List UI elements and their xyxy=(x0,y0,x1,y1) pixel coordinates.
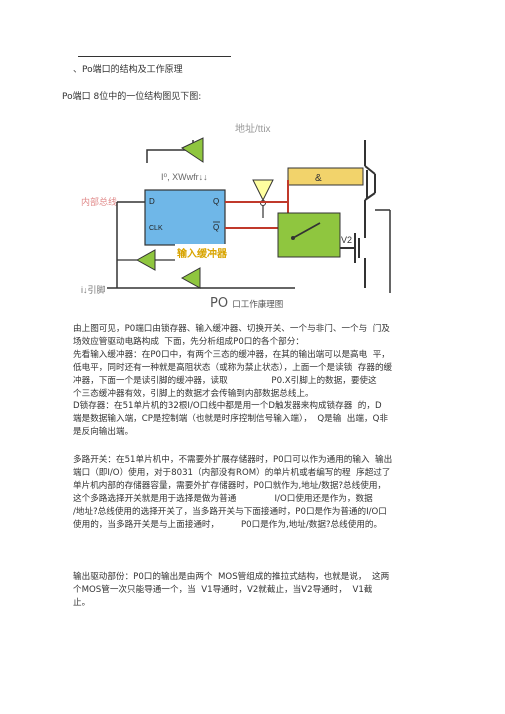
text-line: 个MOS管一次只能导通一个，当 V1导通时，V2就截止，当V2导通时， V1截 xyxy=(73,585,373,595)
text-line: 端口（即I/O）使用，对于8031（内部没有ROM）的单片机或者编写的程 序超过… xyxy=(73,468,391,478)
read-latch-buffer-icon xyxy=(135,249,156,271)
text-line: 这个多路选择开关就是用于选择是做为普通 I/O口使用还是作为，数据 xyxy=(73,494,373,504)
paragraph-structure: 由上图可见，P0端口由锁存器、输入缓冲器、切换开关、一个与非门、一个与 门及 场… xyxy=(73,323,468,401)
section-heading: 、Po端口的结构及工作原理 xyxy=(73,65,183,75)
control-line xyxy=(146,140,194,163)
addr-label: 地址/ttix xyxy=(235,122,271,135)
text-line: 端是数据输入端，CP是控制端（也就是时序控制信号输入端）， Q是输 出端，Q非 xyxy=(73,414,388,424)
inner-bus-label: 内部总线 xyxy=(81,196,117,207)
input-buffer-label: 输入缓冲器 xyxy=(177,247,228,260)
text-line: 场效应管驱动电路构成 下面，先分析组成P0口的各个部分： xyxy=(73,337,304,347)
text-line: 止。 xyxy=(73,598,91,608)
paragraph-latch: D锁存器：在51单片机的32根I/O口线中都是用一个D触发器来构成锁存器 的，D… xyxy=(73,400,468,439)
text-line: 单片机内部的存储器容量，需要外扩存储器时，P0口就作为,地址/数据?总线使用， xyxy=(73,481,387,491)
paragraph-output-driver: 输出驱动部份：P0口的输出是由两个 MOS管组成的推拉式结构，也就是说， 这两 … xyxy=(73,571,468,610)
caption-prefix: PO xyxy=(210,296,229,311)
multiplexer-switch xyxy=(277,212,341,258)
and-label: & xyxy=(315,173,322,184)
text-line: 个三态缓冲器有效，引脚上的数据才会传输到内部数据总线上。 xyxy=(73,389,314,399)
text-line: 使用的，当多路开关是与上面接通时， P0口是作为,地址/数据?总线使用的。 xyxy=(73,520,383,530)
figure-caption: PO 口工作康理图 xyxy=(210,296,283,311)
ctrl-label: I⁰, XWwfr↓↓ xyxy=(161,172,208,182)
text-line: 多路开关：在51单片机中，不需要外扩展存储器时，P0口可以作为通用的输入 输出 xyxy=(73,455,393,465)
paragraph-multiplexer: 多路开关：在51单片机中，不需要外扩展存储器时，P0口可以作为通用的输入 输出 … xyxy=(73,454,468,532)
control-buffer-icon xyxy=(180,137,204,163)
v2-label: V2 xyxy=(341,235,352,245)
inverter-icon xyxy=(252,179,274,202)
latch-qbar: Q xyxy=(213,223,219,232)
read-pin-buffer-icon xyxy=(180,267,201,289)
text-line: 先看输入缓冲器：在P0口中，有两个三态的缓冲器，在其的输出端可以是高电 平， xyxy=(73,350,390,360)
text-line: 输出驱动部份：P0口的输出是由两个 MOS管组成的推拉式结构，也就是说， 这两 xyxy=(73,572,390,582)
text-line: 由上图可见，P0端口由锁存器、输入缓冲器、切换开关、一个与非门、一个与 门及 xyxy=(73,324,390,334)
latch-q: Q xyxy=(213,197,219,206)
intro-text: Po端口 8位中的一位结构图见下图: xyxy=(62,92,202,102)
text-line: 冲器，下面一个是读引脚的缓冲器，读取 P0.X引脚上的数据，要使这 xyxy=(73,376,377,386)
and-gate xyxy=(287,167,364,186)
text-line: 低电平，同时还有一种就是高阻状态（或称为禁止状态），上面一个是读锁 存器的缓 xyxy=(73,363,393,373)
p0-port-diagram: 地址/ttix I⁰, XWwfr↓↓ 内部总线 D Q CLK Q 输入缓冲器… xyxy=(81,122,391,295)
pin-label: i↓引脚 xyxy=(81,285,106,295)
latch-clk: CLK xyxy=(149,225,163,232)
text-line: 是反向输出端。 xyxy=(73,427,134,437)
v2-transistor xyxy=(340,218,366,288)
d-latch xyxy=(144,189,226,246)
text-line: D锁存器：在51单片机的32根I/O口线中都是用一个D触发器来构成锁存器 的，D xyxy=(73,401,382,411)
heading-rule xyxy=(78,56,231,57)
latch-d: D xyxy=(149,197,155,206)
v1-transistor xyxy=(364,140,376,218)
text-line: /地址?总线使用的选择开关了，当多路开关与下面接通时，P0口是作为普通的I/O口 xyxy=(73,507,387,517)
caption-text: 口工作康理图 xyxy=(232,300,284,310)
